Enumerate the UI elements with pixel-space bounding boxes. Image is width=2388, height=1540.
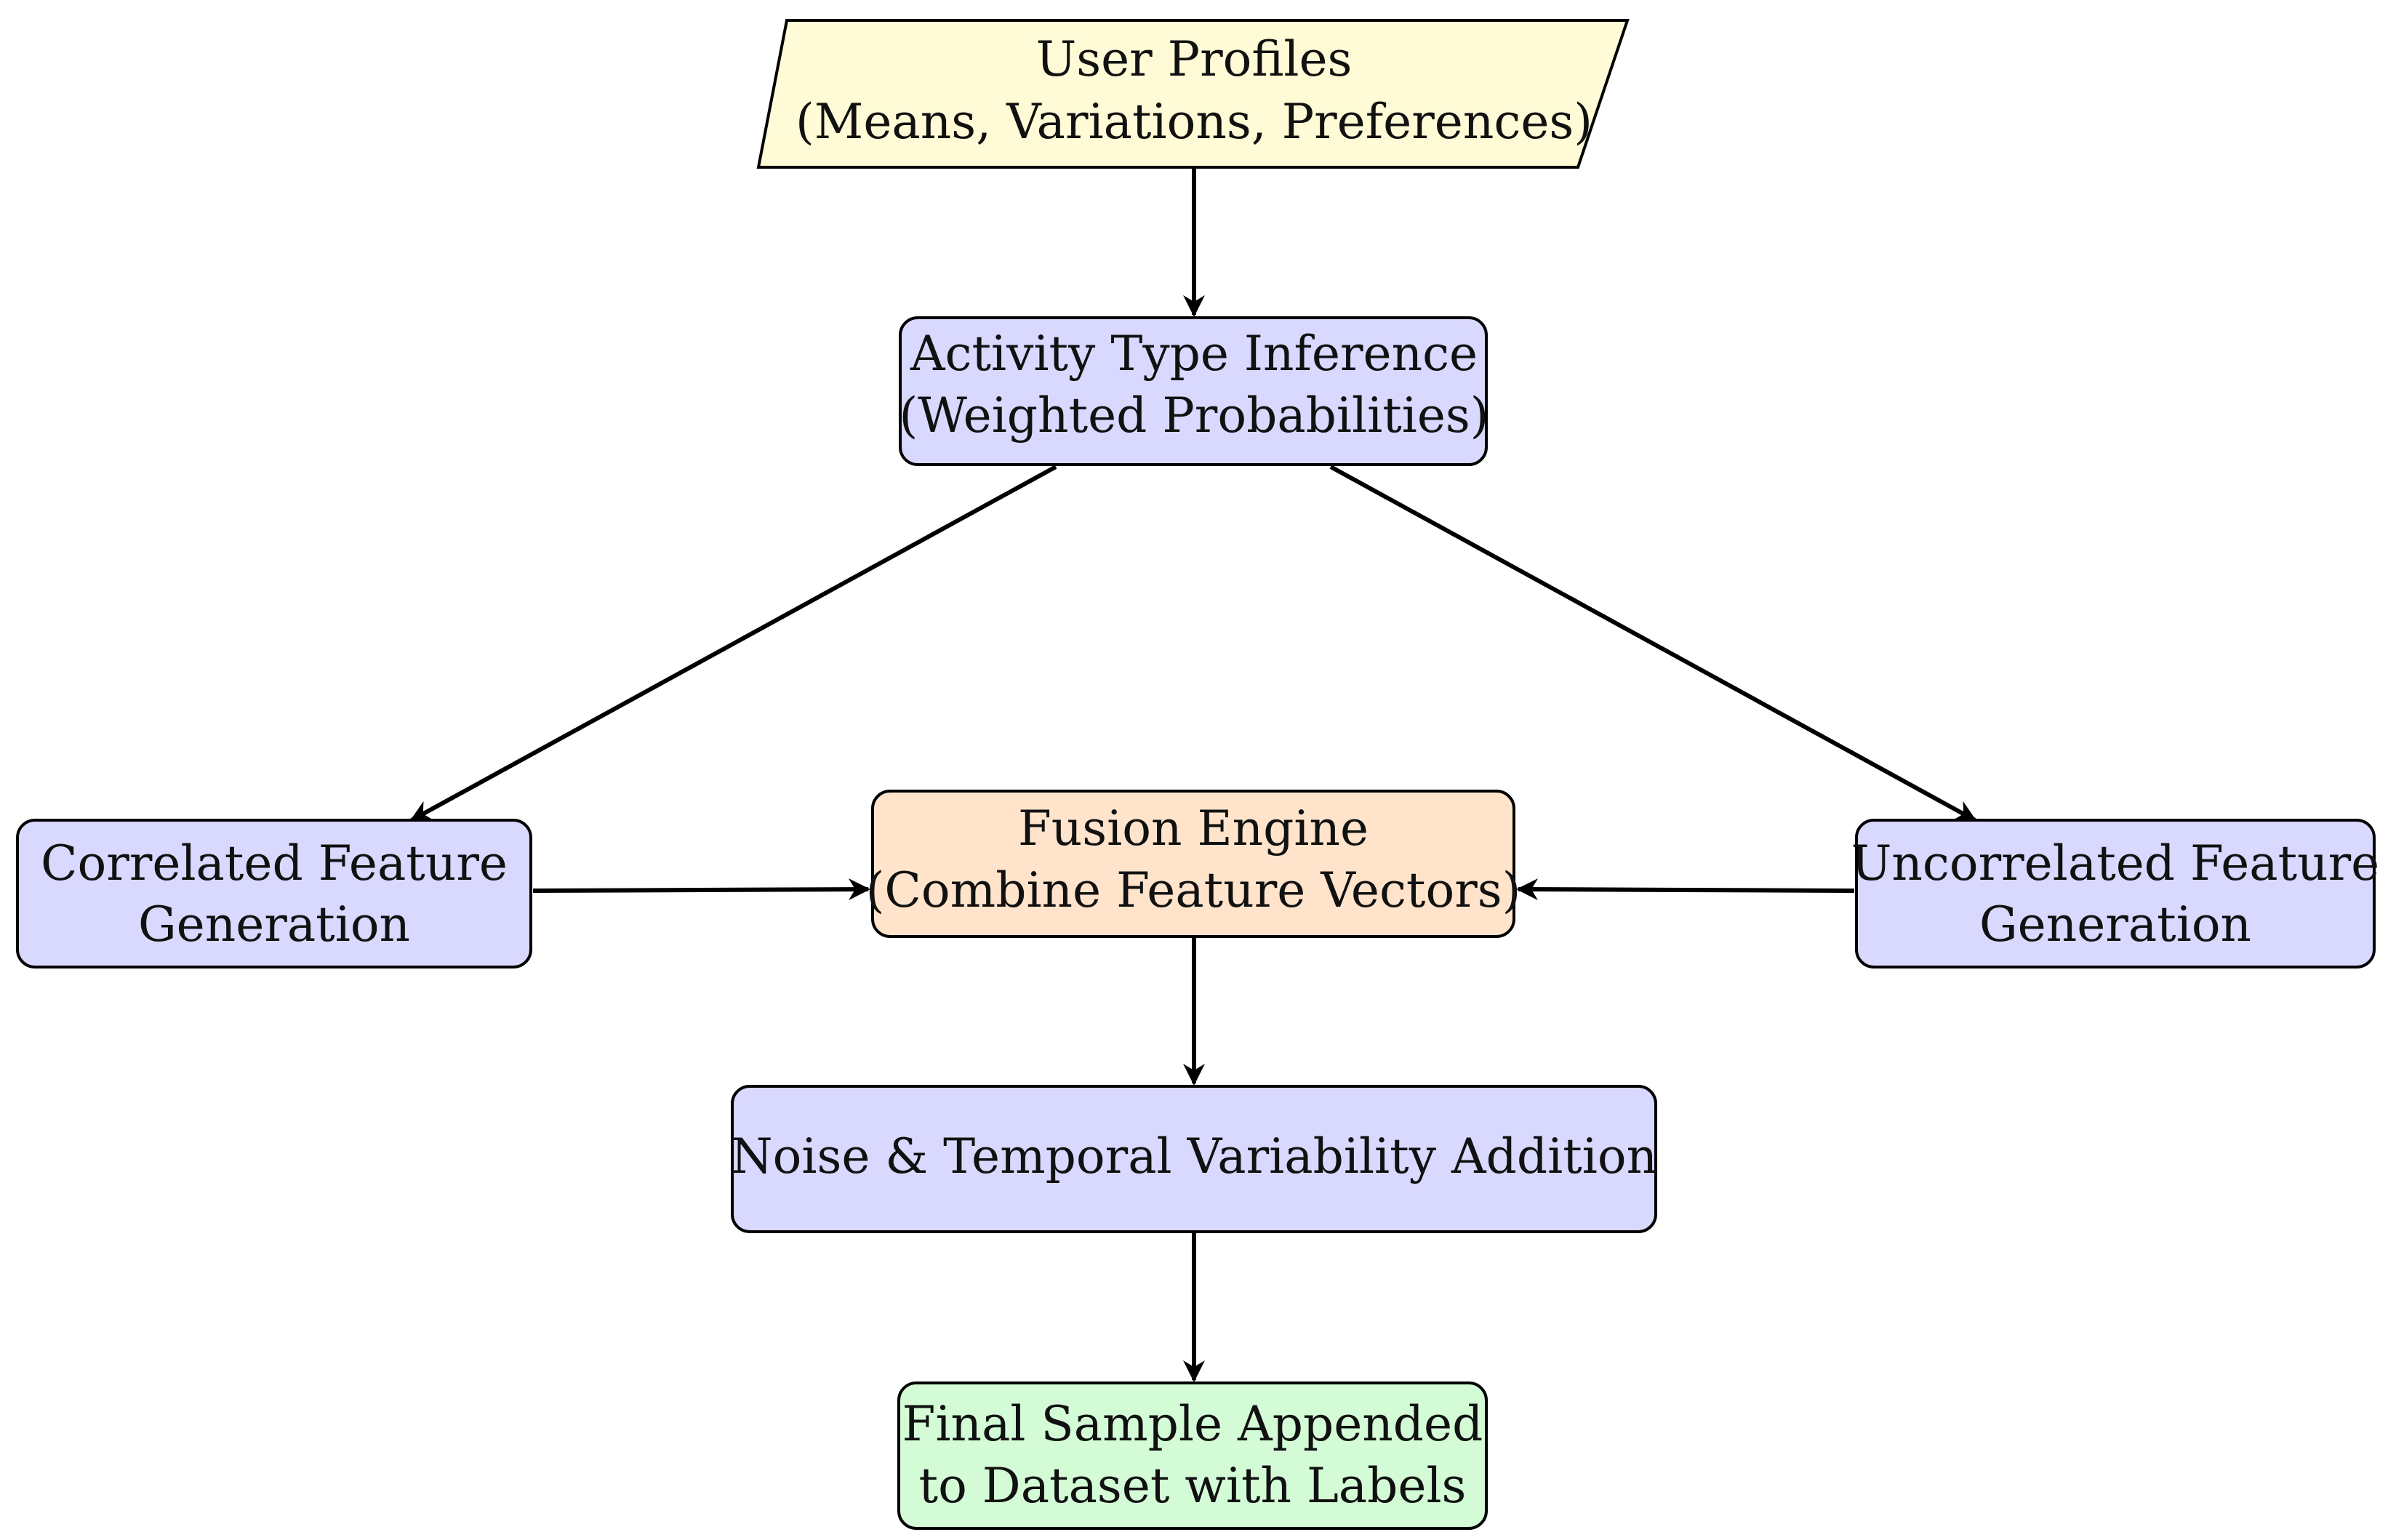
edge-uncorrelated-to-fusion — [1516, 878, 1855, 901]
node-uncorrelated-shape — [1855, 819, 2376, 968]
node-activity-inference-line2: (Weighted Probabilities) — [899, 388, 1489, 444]
node-uncorrelated-line2: Generation — [1979, 897, 2251, 953]
node-final-shape — [897, 1381, 1488, 1530]
node-final-sample: Final Sample Appended to Dataset with La… — [897, 1381, 1488, 1530]
node-user-profiles-line1: User Profiles — [1036, 31, 1353, 87]
node-user-profiles-shape — [756, 19, 1630, 169]
node-correlated-line2: Generation — [138, 897, 410, 953]
edge-inference-to-uncorrelated — [1329, 465, 1977, 822]
node-correlated-line1: Correlated Feature — [41, 835, 508, 891]
node-correlated-feature-generation: Correlated Feature Generation — [16, 819, 532, 968]
node-correlated-shape — [16, 819, 532, 968]
node-uncorrelated-line1: Uncorrelated Feature — [1851, 835, 2379, 891]
node-noise-temporal: Noise & Temporal Variability Addition — [731, 1085, 1657, 1233]
node-activity-inference-shape — [899, 316, 1488, 466]
node-fusion-line2: (Combine Feature Vectors) — [866, 862, 1521, 918]
node-fusion-engine: Fusion Engine (Combine Feature Vectors) — [866, 790, 1521, 938]
node-noise-shape — [731, 1085, 1657, 1233]
node-uncorrelated-feature-generation: Uncorrelated Feature Generation — [1851, 819, 2379, 968]
node-user-profiles-line2: (Means, Variations, Preferences) — [796, 94, 1592, 150]
node-user-profiles: User Profiles (Means, Variations, Prefer… — [756, 19, 1630, 169]
edge-correlated-to-fusion — [532, 878, 870, 901]
edge-inference-to-correlated — [409, 465, 1057, 822]
node-activity-inference-line1: Activity Type Inference — [910, 326, 1478, 382]
node-final-line1: Final Sample Appended — [902, 1396, 1483, 1452]
node-final-line2: to Dataset with Labels — [919, 1458, 1467, 1514]
node-fusion-shape — [871, 790, 1515, 938]
node-fusion-line1: Fusion Engine — [1018, 801, 1369, 857]
node-activity-inference: Activity Type Inference (Weighted Probab… — [899, 316, 1489, 466]
node-noise-line1: Noise & Temporal Variability Addition — [731, 1128, 1657, 1184]
